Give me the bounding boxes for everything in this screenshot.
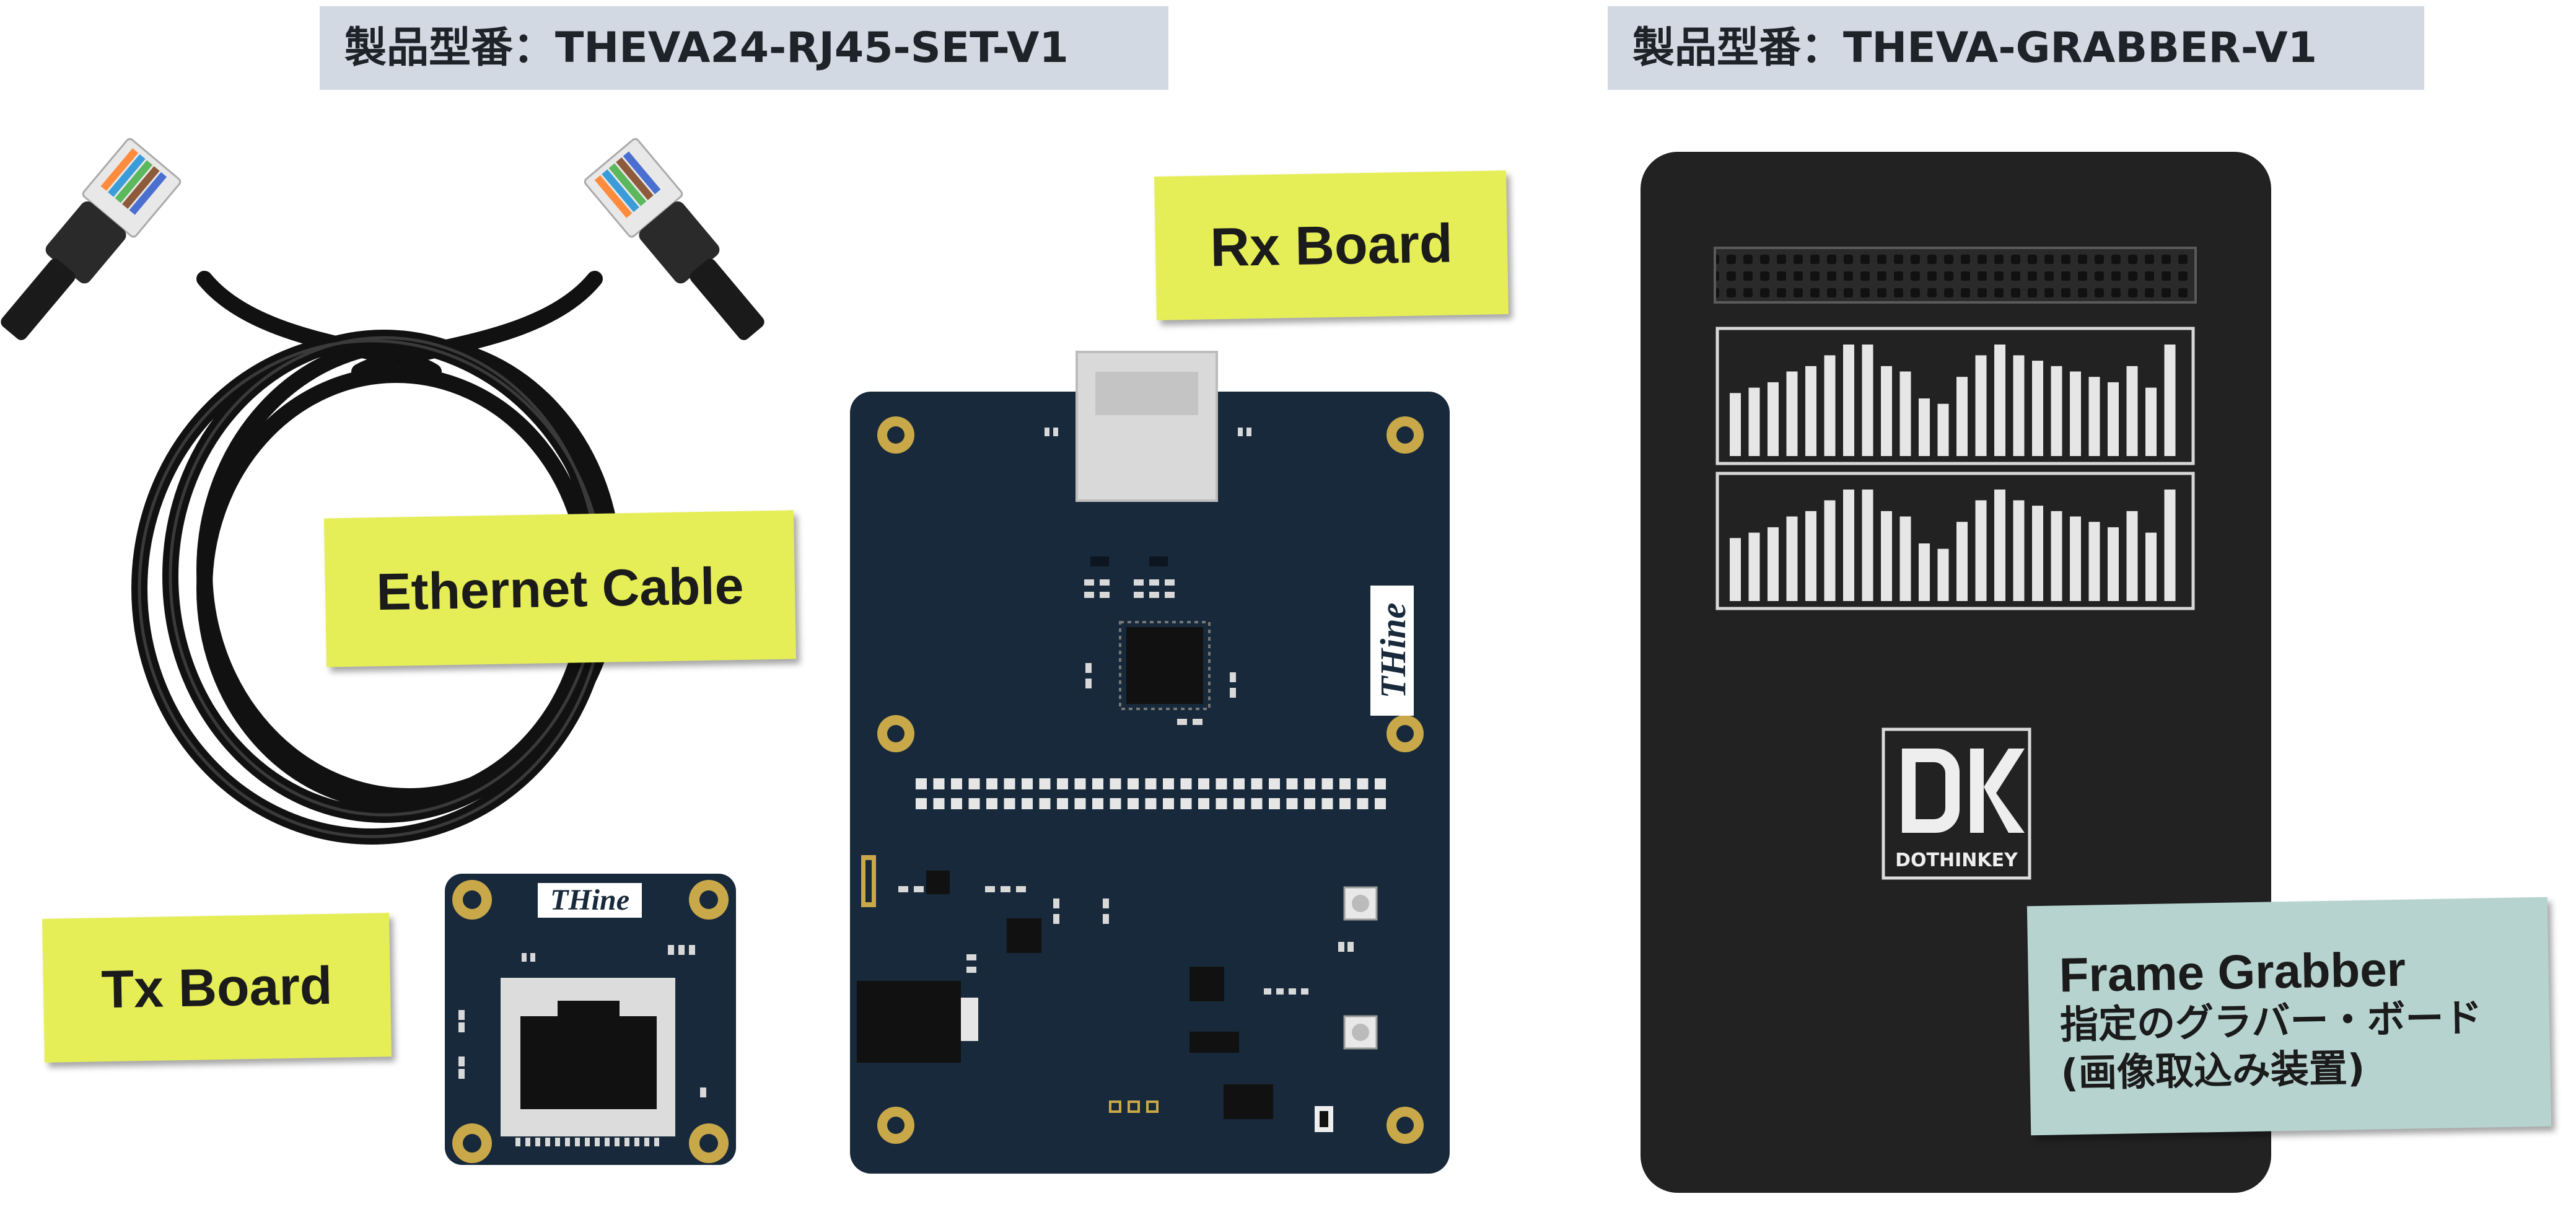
ethernet-cable-image	[1, 138, 764, 845]
thine-logo-rx: THine	[1370, 586, 1414, 716]
rx-board-image	[850, 351, 1450, 1174]
thine-logo-tx: THine	[538, 883, 642, 918]
ethernet-cable-label-text: Ethernet Cable	[375, 556, 745, 621]
rx-board-label: Rx Board	[1154, 170, 1509, 320]
thine-logo-tx-text: THine	[550, 884, 629, 916]
rx-board-label-text: Rx Board	[1209, 212, 1453, 278]
frame-grabber-label: Frame Grabber 指定のグラバー・ボード (画像取込み装置)	[2026, 897, 2552, 1136]
tx-board-label: Tx Board	[42, 913, 392, 1063]
tx-board-image	[445, 874, 736, 1165]
frame-grabber-title: Frame Grabber	[2059, 941, 2406, 1003]
tx-board-label-text: Tx Board	[100, 955, 333, 1019]
product-model-left-text: 製品型番：THEVA24-RJ45-SET-V1	[344, 24, 1069, 72]
frame-grabber-subtitle-2: (画像取込み装置)	[2060, 1045, 2365, 1096]
product-model-banner-left: 製品型番：THEVA24-RJ45-SET-V1	[320, 6, 1168, 90]
frame-grabber-subtitle-1: 指定のグラバー・ボード	[2059, 995, 2483, 1048]
thine-logo-rx-text: THine	[1373, 603, 1413, 699]
product-model-banner-right: 製品型番：THEVA-GRABBER-V1	[1608, 6, 2424, 90]
ethernet-cable-label: Ethernet Cable	[323, 510, 797, 667]
dothinkey-logo-text: DOTHINKEY	[1895, 850, 2018, 871]
product-model-right-text: 製品型番：THEVA-GRABBER-V1	[1632, 24, 2318, 72]
